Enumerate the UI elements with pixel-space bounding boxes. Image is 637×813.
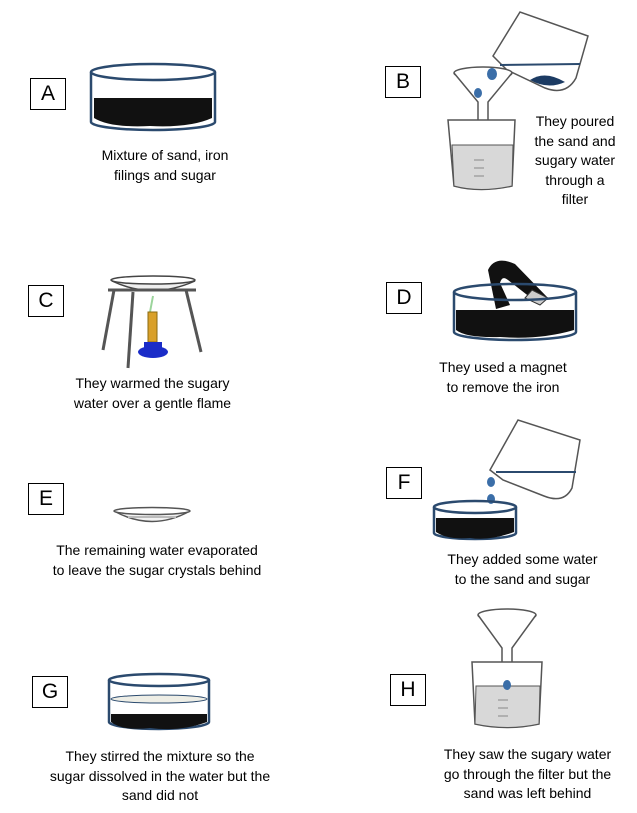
caption-g: They stirred the mixture so the sugar di… [49, 748, 271, 803]
caption-h: They saw the sugary water go through the… [443, 746, 612, 801]
label-h: H [390, 674, 426, 706]
label-e: E [28, 483, 64, 515]
receiving-beaker-b [447, 119, 516, 191]
evaporating-dish-e [113, 506, 191, 523]
caption-d: They used a magnet to remove the iron [439, 359, 567, 395]
label-a: A [30, 78, 66, 110]
tripod-burner-c [101, 275, 203, 369]
label-c: C [28, 285, 64, 317]
caption-c: They warmed the sugary water over a gent… [73, 375, 232, 411]
funnel-beaker-h [471, 608, 543, 729]
dish-mixture-a [89, 62, 217, 132]
dish-sand-f [432, 499, 518, 541]
label-g: G [32, 676, 68, 708]
caption-f: They added some water to the sand and su… [447, 551, 598, 593]
tipping-beaker-b [492, 11, 589, 92]
caption-b: They poured the sand and sugary water th… [534, 113, 616, 207]
dish-water-g [107, 672, 211, 731]
label-f: F [386, 467, 422, 499]
caption-a: Mixture of sand, iron filings and sugar [101, 147, 229, 183]
label-d: D [386, 282, 422, 314]
dish-magnet-d [452, 260, 578, 342]
label-b: B [385, 66, 421, 98]
pouring-beaker-f [487, 419, 581, 504]
caption-e: The remaining water evaporated to leave … [52, 542, 262, 578]
